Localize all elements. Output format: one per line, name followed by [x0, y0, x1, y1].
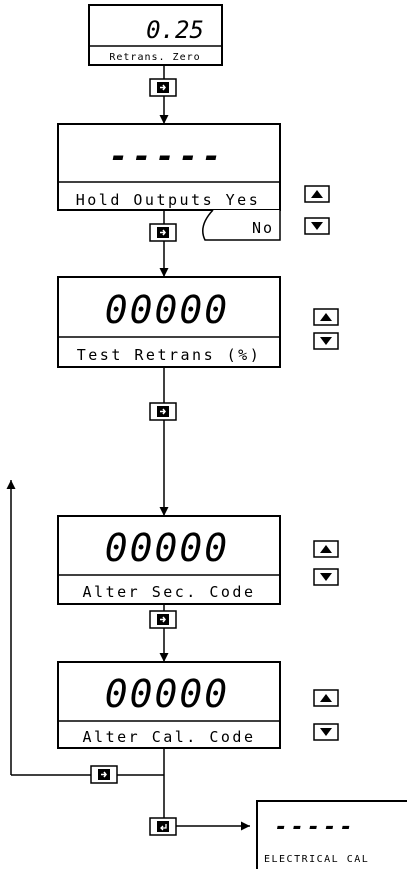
- display-hold-outputs: ----- Hold Outputs Yes: [57, 123, 281, 211]
- display-value: 0.25: [146, 16, 204, 44]
- down-arrow-key-icon: [313, 568, 339, 586]
- option-no-tab: No: [202, 209, 281, 241]
- loop-back-connector: [6, 480, 165, 776]
- advance-key-icon: [149, 610, 177, 629]
- down-arrow-key-icon: [313, 332, 339, 350]
- display-value: -----: [109, 137, 225, 175]
- display-value: 00000: [105, 672, 229, 716]
- up-arrow-key-icon: [313, 308, 339, 326]
- down-arrow-key-icon: [304, 217, 330, 235]
- up-arrow-key-icon: [313, 689, 339, 707]
- advance-key-icon: [149, 78, 177, 97]
- advance-key-icon: [149, 223, 177, 242]
- advance-key-icon: [149, 402, 177, 421]
- up-arrow-key-icon: [304, 185, 330, 203]
- display-alter-sec-code: 00000 Alter Sec. Code: [57, 515, 281, 605]
- display-label: Retrans. Zero: [109, 52, 200, 63]
- display-label: ELECTRICAL CAL: [264, 854, 369, 865]
- display-value: 00000: [105, 288, 229, 332]
- down-arrow-key-icon: [313, 723, 339, 741]
- option-no-label: No: [252, 219, 274, 237]
- display-label: Alter Cal. Code: [83, 728, 256, 746]
- advance-key-icon: [90, 765, 118, 784]
- display-retrans-zero: 0.25 Retrans. Zero: [88, 4, 223, 66]
- display-label: Test Retrans (%): [77, 346, 262, 364]
- display-value: -----: [274, 815, 355, 840]
- display-test-retrans: 00000 Test Retrans (%): [57, 276, 281, 368]
- display-value: 00000: [105, 526, 229, 570]
- display-alter-cal-code: 00000 Alter Cal. Code: [57, 661, 281, 749]
- display-label: Hold Outputs Yes: [76, 191, 261, 209]
- display-label: Alter Sec. Code: [83, 583, 256, 601]
- return-key-icon: [149, 817, 177, 836]
- up-arrow-key-icon: [313, 540, 339, 558]
- display-electrical-cal: ----- ELECTRICAL CAL: [256, 800, 407, 869]
